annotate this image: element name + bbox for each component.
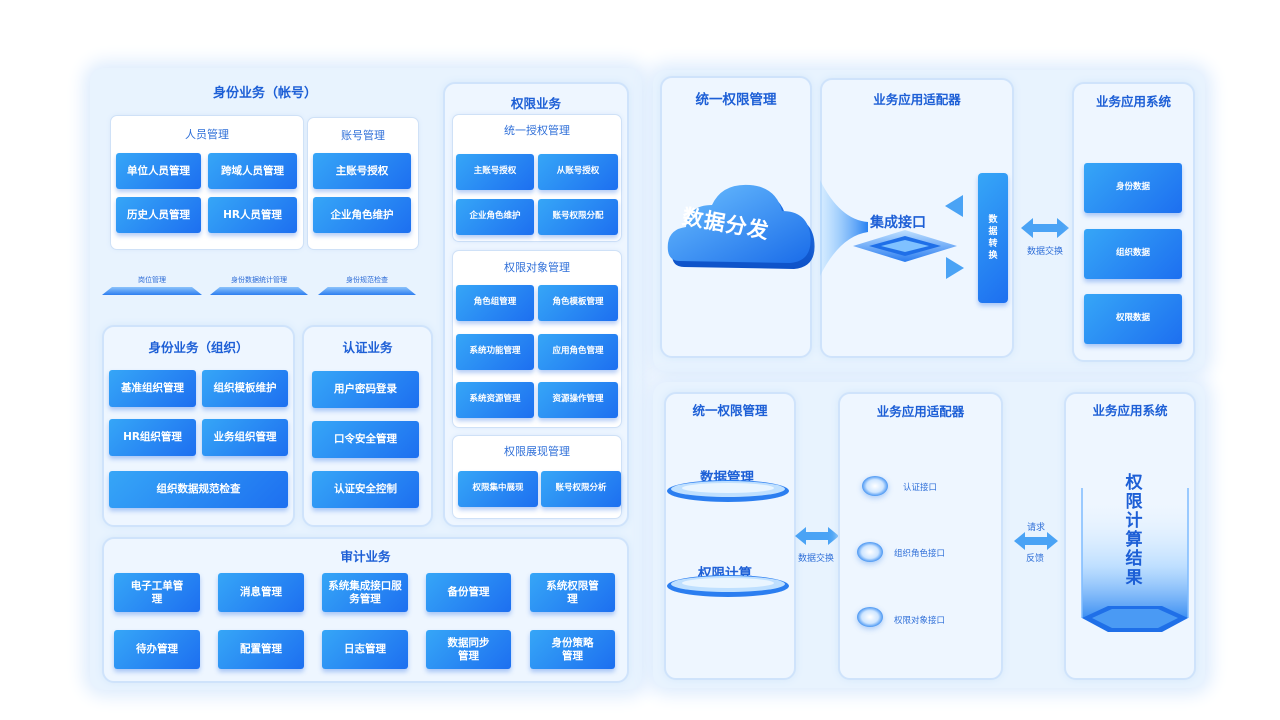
rb-adapter-title: 业务应用适配器: [876, 404, 965, 419]
personnel-item-4[interactable]: HR人员管理: [208, 197, 297, 233]
data-mgmt-disc-icon: [667, 480, 789, 502]
flow-beam-icon: [820, 180, 868, 276]
display-item-2[interactable]: 账号权限分析: [541, 471, 621, 507]
arrow-left-icon: [945, 195, 963, 217]
personnel-mgmt-title: 人员管理: [185, 128, 229, 141]
org-item-1[interactable]: 基准组织管理: [109, 370, 196, 407]
rb-unified-title: 统一权限管理: [692, 403, 768, 418]
audit-item-4[interactable]: 备份管理: [426, 573, 511, 612]
rb-system-title: 业务应用系统: [1092, 403, 1168, 418]
object-item-1[interactable]: 角色组管理: [456, 285, 534, 321]
rt-adapter-title: 业务应用适配器: [873, 92, 961, 107]
object-item-3[interactable]: 系统功能管理: [456, 334, 534, 370]
org-role-interface-label: 组织角色接口: [894, 549, 946, 559]
org-item-4[interactable]: 业务组织管理: [202, 419, 288, 456]
org-item-5[interactable]: 组织数据规范检查: [109, 471, 288, 508]
auth-interface-label: 认证接口: [903, 483, 938, 493]
auth-item-1[interactable]: 用户密码登录: [312, 371, 419, 408]
audit-item-3[interactable]: 系统集成接口服务管理: [322, 573, 408, 612]
platform-identity-check: 身份规范检查: [318, 276, 416, 295]
platform-identity-stats: 身份数据统计管理: [210, 276, 308, 295]
account-item-1[interactable]: 主账号授权: [313, 153, 411, 189]
audit-title: 审计业务: [340, 549, 391, 564]
auth-title: 认证业务: [342, 340, 393, 355]
audit-item-6[interactable]: 待办管理: [114, 630, 200, 669]
rt-exchange-label: 数据交换: [1027, 247, 1064, 257]
identity-org-title: 身份业务（组织）: [148, 340, 249, 355]
result-container-icon: [1081, 488, 1189, 632]
perm-object-title: 权限对象管理: [504, 261, 570, 274]
auth-interface-icon: [862, 476, 888, 496]
auth-item-2[interactable]: 口令安全管理: [312, 421, 419, 458]
perm-display-title: 权限展现管理: [504, 445, 570, 458]
unified-item-2[interactable]: 从账号授权: [538, 154, 618, 190]
object-item-5[interactable]: 系统资源管理: [456, 382, 534, 418]
exchange-double-arrow-icon: [1021, 218, 1069, 238]
personnel-item-3[interactable]: 历史人员管理: [116, 197, 201, 233]
org-item-3[interactable]: HR组织管理: [109, 419, 196, 456]
unified-item-1[interactable]: 主账号授权: [456, 154, 534, 190]
perm-object-interface-icon: [857, 607, 883, 627]
unified-item-3[interactable]: 企业角色维护: [456, 199, 534, 235]
rb-unified-panel: 统一权限管理: [664, 392, 796, 680]
perm-result-label: 权限计算结果: [1125, 473, 1143, 588]
audit-item-10[interactable]: 身份策略管理: [530, 630, 615, 669]
account-item-2[interactable]: 企业角色维护: [313, 197, 411, 233]
perm-object-interface-label: 权限对象接口: [894, 616, 946, 626]
auth-item-3[interactable]: 认证安全控制: [312, 471, 419, 508]
perm-data-item[interactable]: 权限数据: [1084, 294, 1182, 344]
audit-item-2[interactable]: 消息管理: [218, 573, 304, 612]
identity-account-title: 身份业务（帐号）: [212, 86, 317, 101]
chip-icon: [853, 230, 957, 262]
request-feedback-arrow-icon: [1014, 532, 1058, 550]
object-item-2[interactable]: 角色模板管理: [538, 285, 618, 321]
rb-exchange-arrow-icon: [795, 527, 839, 545]
rb-exchange-label: 数据交换: [798, 554, 835, 564]
display-item-1[interactable]: 权限集中展现: [458, 471, 538, 507]
platform-position-mgmt: 岗位管理: [102, 276, 202, 295]
request-label: 请求: [1027, 523, 1046, 533]
cloud-icon: [667, 184, 815, 269]
rt-system-title: 业务应用系统: [1095, 94, 1171, 109]
arrow-right-icon: [946, 257, 964, 279]
personnel-item-2[interactable]: 跨域人员管理: [208, 153, 297, 189]
audit-item-9[interactable]: 数据同步管理: [426, 630, 511, 669]
audit-item-7[interactable]: 配置管理: [218, 630, 304, 669]
feedback-label: 反馈: [1026, 554, 1045, 564]
permission-title: 权限业务: [510, 96, 561, 111]
unified-auth-title: 统一授权管理: [504, 124, 570, 137]
audit-item-5[interactable]: 系统权限管理: [530, 573, 615, 612]
account-mgmt-title: 账号管理: [341, 129, 385, 142]
object-item-6[interactable]: 资源操作管理: [538, 382, 618, 418]
rt-unified-title: 统一权限管理: [695, 92, 777, 108]
identity-data-item[interactable]: 身份数据: [1084, 163, 1182, 213]
rb-adapter-panel: 业务应用适配器: [838, 392, 1003, 680]
org-data-item[interactable]: 组织数据: [1084, 229, 1182, 279]
unified-item-4[interactable]: 账号权限分配: [538, 199, 618, 235]
object-item-4[interactable]: 应用角色管理: [538, 334, 618, 370]
data-convert-label: 数据转换: [988, 214, 998, 262]
integration-label: 集成接口: [870, 215, 926, 231]
org-item-2[interactable]: 组织模板维护: [202, 370, 288, 407]
org-role-interface-icon: [857, 542, 883, 562]
personnel-item-1[interactable]: 单位人员管理: [116, 153, 201, 189]
perm-calc-disc-icon: [667, 575, 789, 597]
audit-item-1[interactable]: 电子工单管理: [114, 573, 200, 612]
data-convert-bar: 数据转换: [978, 173, 1008, 303]
audit-item-8[interactable]: 日志管理: [322, 630, 408, 669]
